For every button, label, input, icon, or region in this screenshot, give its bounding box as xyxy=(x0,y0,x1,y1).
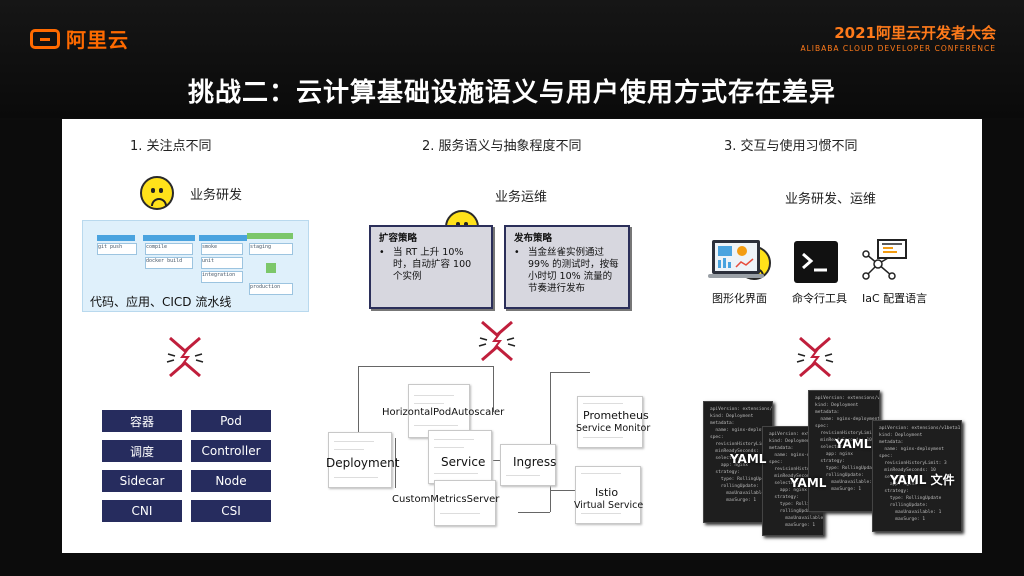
prometheus-label: Prometheus xyxy=(583,409,649,422)
infra-item: CNI xyxy=(102,500,182,522)
infra-item: Sidecar xyxy=(102,470,182,492)
pipeline-step: docker build xyxy=(145,257,193,269)
column-3-heading: 3. 交互与使用习惯不同 xyxy=(724,135,858,154)
pipeline-step: staging xyxy=(249,243,293,255)
infra-item: 容器 xyxy=(102,410,182,432)
service-monitor-label: Service Monitor xyxy=(576,423,650,434)
strategy-text: 当 RT 上升 10% 时，自动扩容 100 个实例 xyxy=(393,247,483,283)
column-1-heading: 1. 关注点不同 xyxy=(130,135,212,154)
sad-face-icon xyxy=(140,176,174,210)
resource-card xyxy=(577,396,643,448)
aliyun-logo-icon xyxy=(30,29,60,49)
pipeline-step: git push xyxy=(97,243,137,255)
dashboard-icon xyxy=(708,238,764,284)
approval-icon xyxy=(266,263,276,273)
pipeline-step: unit xyxy=(201,257,243,269)
pipeline-step: integration xyxy=(201,271,243,283)
conference-badge: 2021阿里云开发者大会 ALIBABA CLOUD DEVELOPER CON… xyxy=(800,22,996,53)
hpa-label: HorizontalPodAutoscaler xyxy=(382,407,504,418)
conflict-icon xyxy=(162,334,208,380)
yaml-file-label: YAML 文件 xyxy=(890,471,955,488)
yaml-label: YAML xyxy=(790,476,826,490)
slide-title: 挑战二：云计算基础设施语义与用户使用方式存在差异 xyxy=(0,72,1024,109)
strategy-title: 扩容策略 xyxy=(379,233,483,245)
pipeline-caption: 代码、应用、CICD 流水线 xyxy=(90,293,231,310)
tool-label: 图形化界面 xyxy=(712,290,767,306)
logo-text: 阿里云 xyxy=(66,24,129,53)
face-label-devops: 业务研发、运维 xyxy=(785,188,876,207)
istio-label: Istio xyxy=(595,486,618,499)
yaml-file: apiVersion: extensions/v1beta1 kind: Dep… xyxy=(808,390,880,512)
scaling-strategy-box: 扩容策略 •当 RT 上升 10% 时，自动扩容 100 个实例 xyxy=(369,225,493,309)
column-2-heading: 2. 服务语义与抽象程度不同 xyxy=(422,135,582,154)
conference-subtitle: ALIBABA CLOUD DEVELOPER CONFERENCE xyxy=(800,44,996,53)
alibaba-cloud-logo: 阿里云 xyxy=(30,24,129,53)
iac-graph-icon xyxy=(858,238,910,284)
pipeline-step: compile xyxy=(145,243,193,255)
cms-label: CustomMetricsServer xyxy=(392,494,499,505)
ingress-label: Ingress xyxy=(513,455,556,469)
conflict-icon xyxy=(474,318,520,364)
face-label-dev: 业务研发 xyxy=(190,184,242,203)
tool-label: 命令行工具 xyxy=(792,290,847,306)
pipeline-step: smoke xyxy=(201,243,243,255)
face-label-ops: 业务运维 xyxy=(495,186,547,205)
infra-item: CSI xyxy=(191,500,271,522)
tool-label: IaC 配置语言 xyxy=(862,290,927,306)
release-strategy-box: 发布策略 •当金丝雀实例通过 99% 的测试时，按每小时切 10% 流量的节奏进… xyxy=(504,225,630,309)
infra-item: 调度 xyxy=(102,440,182,462)
strategy-text: 当金丝雀实例通过 99% 的测试时，按每小时切 10% 流量的节奏进行发布 xyxy=(528,247,620,295)
infra-item: Pod xyxy=(191,410,271,432)
yaml-label: YAML xyxy=(835,437,871,451)
conflict-icon xyxy=(792,334,838,380)
virtual-service-label: Virtual Service xyxy=(574,500,643,511)
infra-item: Node xyxy=(191,470,271,492)
infra-item: Controller xyxy=(191,440,271,462)
pipeline-step: production xyxy=(249,283,293,295)
terminal-icon xyxy=(793,240,839,284)
service-label: Service xyxy=(441,455,485,469)
yaml-label: YAML xyxy=(730,452,766,466)
deployment-label: Deployment xyxy=(326,456,399,470)
conference-title: 2021阿里云开发者大会 xyxy=(800,22,996,43)
strategy-title: 发布策略 xyxy=(514,233,620,245)
